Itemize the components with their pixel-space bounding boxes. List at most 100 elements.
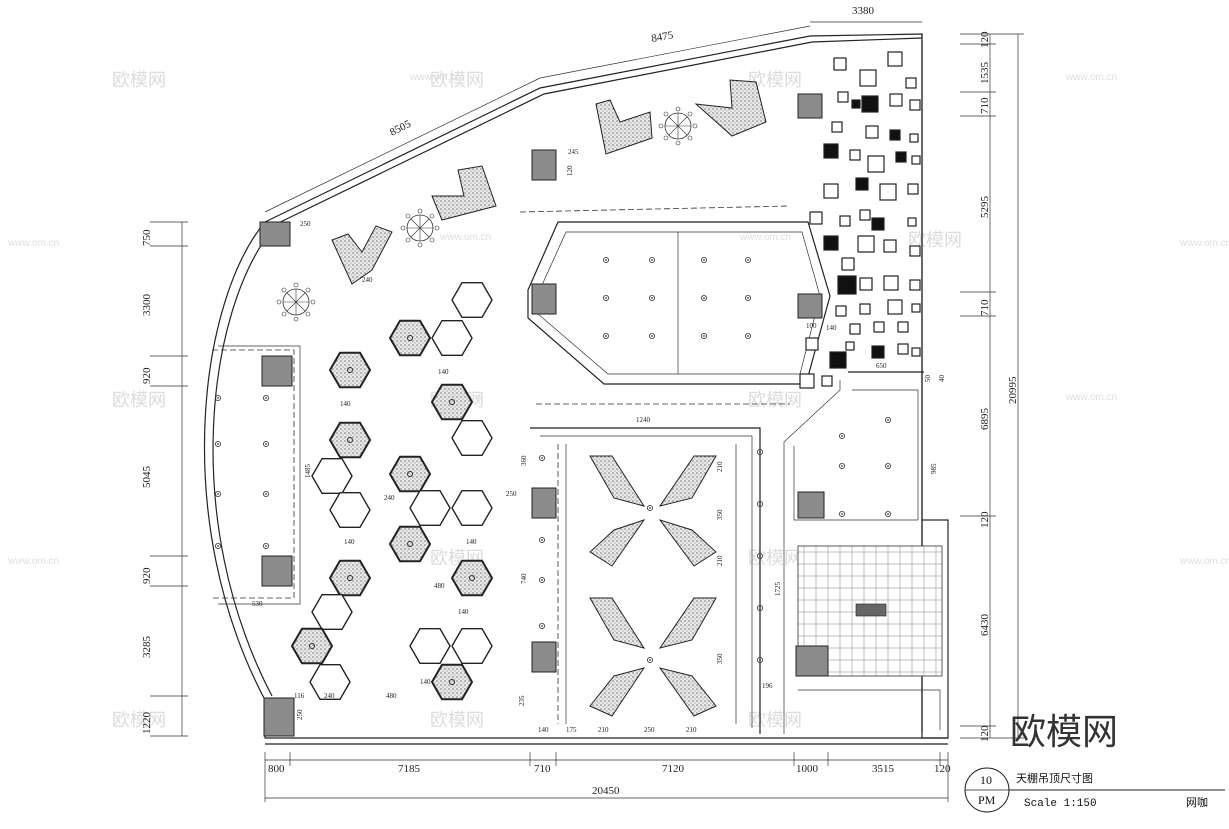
right-dimensions: 120 1535 710 5295 710 6895 120 6430 120 … — [979, 31, 1019, 742]
hexagon-light — [347, 575, 353, 581]
square-ceiling-panel — [887, 51, 903, 67]
dim-bottom-7: 120 — [934, 763, 951, 775]
dim-right-8: 6430 — [979, 614, 991, 637]
outer-walls — [203, 33, 949, 745]
dim-label: 250 — [644, 726, 655, 734]
square-ceiling-panel — [855, 177, 869, 191]
dim-top-1: 8505 — [388, 118, 413, 139]
watermark-text: 欧模网 — [112, 390, 166, 410]
dim-label: 650 — [876, 362, 887, 370]
dim-label: 140 — [466, 538, 477, 546]
square-ceiling-panel — [799, 373, 815, 389]
dim-label: 210 — [598, 726, 609, 734]
square-ceiling-panel — [889, 129, 901, 141]
square-ceiling-panel — [909, 279, 921, 291]
drawing-title: 天棚吊顶尺寸图 — [1016, 771, 1093, 785]
hexagon-panel — [431, 320, 473, 356]
square-ceiling-panel — [909, 99, 921, 111]
dim-label: 240 — [384, 494, 395, 502]
dim-label: 235 — [518, 695, 526, 706]
dim-right-1: 120 — [979, 31, 991, 48]
dim-label: 250 — [506, 490, 517, 498]
drawing-scale: Scale 1:150 — [1024, 798, 1097, 810]
square-ceiling-panel — [907, 183, 919, 195]
column-block — [261, 555, 293, 587]
square-ceiling-panel — [905, 77, 917, 89]
square-ceiling-panel — [871, 345, 885, 359]
square-ceiling-panel — [897, 321, 909, 333]
column-block — [531, 283, 557, 315]
square-ceiling-panel — [859, 209, 871, 221]
hexagon-panel — [409, 628, 451, 664]
hexagon-panel — [311, 594, 353, 630]
lower-right-rooms — [783, 371, 943, 734]
dim-bottom-1: 800 — [268, 763, 285, 775]
hexagon-light — [407, 541, 413, 547]
column-block — [797, 293, 823, 319]
dim-label: 480 — [386, 692, 397, 700]
dim-right-total: 20995 — [1007, 376, 1019, 404]
square-ceiling-panel — [909, 245, 921, 257]
column-block — [797, 93, 823, 119]
dim-label: 116 — [294, 692, 305, 700]
dim-right-3: 710 — [979, 97, 991, 114]
watermark-text: 欧模网 — [748, 70, 802, 90]
dim-label: 530 — [252, 600, 263, 608]
dim-label: 210 — [686, 726, 697, 734]
square-ceiling-panel — [889, 93, 903, 107]
watermark-url: www.om.cn — [7, 238, 59, 249]
square-ceiling-panel — [883, 239, 897, 253]
dim-bottom-6: 3515 — [872, 763, 895, 775]
watermark-url: www.om.cn — [1179, 556, 1229, 567]
hexagon-panel — [328, 559, 372, 597]
square-ceiling-panel — [911, 303, 921, 313]
watermark-url: www.om.cn — [1065, 72, 1117, 83]
square-ceiling-panel — [851, 99, 861, 109]
dim-left-5: 920 — [141, 567, 153, 584]
square-ceiling-panel — [805, 337, 819, 351]
dim-label: 140 — [458, 608, 469, 616]
hexagon-panel — [451, 628, 493, 664]
hexagon-panel — [388, 319, 432, 357]
dim-label: 240 — [362, 276, 373, 284]
watermark-text: 欧模网 — [430, 710, 484, 730]
dim-label: 140 — [826, 324, 837, 332]
dim-bottom-total: 20450 — [592, 785, 620, 797]
dim-left-7: 1220 — [141, 712, 153, 735]
square-ceiling-panel — [871, 217, 885, 231]
dim-label: 140 — [344, 538, 355, 546]
dim-label: 175 — [566, 726, 577, 734]
hexagon-panel — [450, 559, 494, 597]
dim-label: 140 — [438, 368, 449, 376]
hexagon-cluster — [290, 282, 494, 701]
hexagon-panel — [311, 458, 353, 494]
square-ceiling-panel — [907, 217, 917, 227]
square-panels — [799, 51, 921, 389]
square-ceiling-panel — [823, 143, 839, 159]
square-ceiling-panel — [883, 275, 899, 291]
column-block — [531, 149, 557, 181]
square-ceiling-panel — [859, 303, 871, 315]
square-ceiling-panel — [849, 149, 861, 161]
column-block — [797, 491, 825, 519]
dim-left-6: 3285 — [141, 636, 153, 659]
square-ceiling-panel — [845, 341, 855, 351]
dim-top-2: 8475 — [650, 29, 674, 45]
watermark-text: 欧模网 — [748, 390, 802, 410]
hexagon-light — [347, 437, 353, 443]
dim-label: 245 — [568, 148, 579, 156]
dim-label: 50 — [924, 375, 932, 383]
dim-right-2: 1535 — [979, 62, 991, 85]
watermark-url: www.om.cn — [1179, 238, 1229, 249]
square-ceiling-panel — [867, 155, 885, 173]
dim-label: 360 — [520, 455, 528, 466]
dim-label: 250 — [300, 220, 311, 228]
watermark-url: www.om.cn — [7, 556, 59, 567]
column-block — [259, 221, 291, 247]
square-ceiling-panel — [865, 125, 879, 139]
star-hall — [530, 427, 764, 734]
dim-label: 40 — [938, 375, 946, 383]
square-ceiling-panel — [823, 183, 839, 199]
hexagon-panel — [290, 627, 334, 665]
watermark-text: 欧模网 — [748, 548, 802, 568]
